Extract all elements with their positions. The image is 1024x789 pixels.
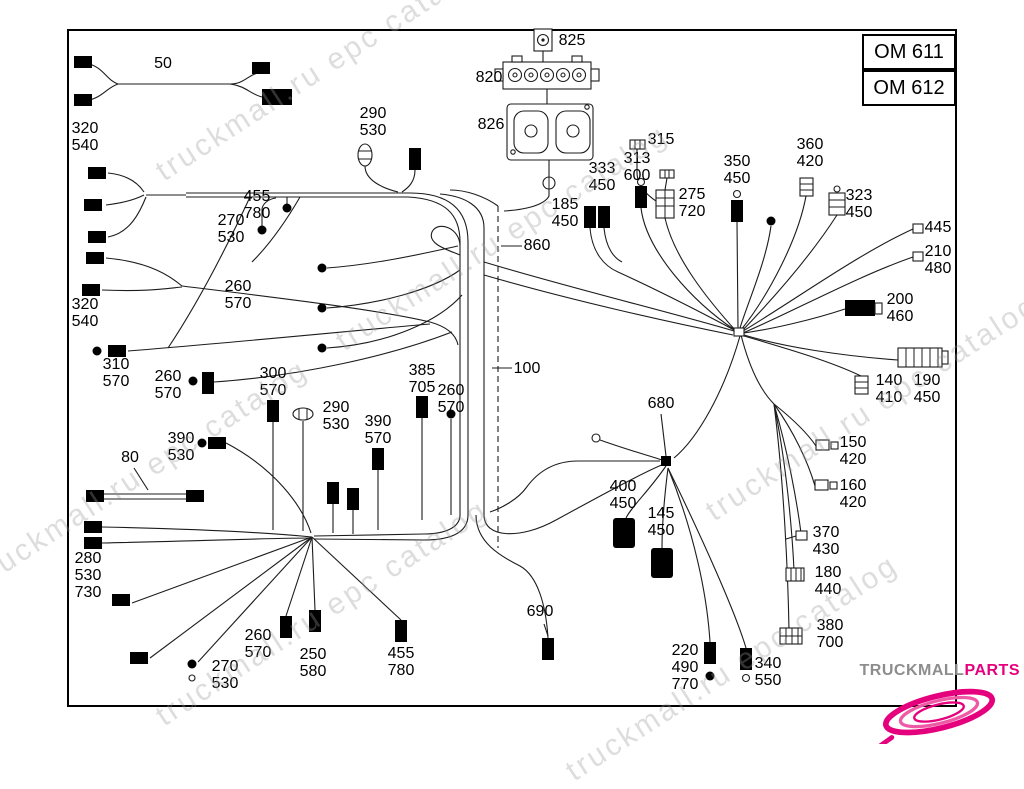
engine-code-om611: OM 611: [874, 40, 944, 63]
brand-swirl-icon: [855, 688, 996, 744]
wiring-harness-drawing: [67, 28, 957, 707]
brand-name-parts: PARTS: [964, 662, 1020, 679]
engine-code-om612: OM 612: [873, 76, 945, 99]
brand-logo: TRUCKMALLPARTS: [840, 660, 1020, 748]
brand-logo-text: TRUCKMALLPARTS: [840, 662, 1020, 680]
engine-code-box-om612: OM 612: [862, 70, 956, 106]
engine-code-box-om611: OM 611: [862, 34, 956, 70]
brand-name-truckmall: TRUCKMALL: [859, 662, 965, 679]
